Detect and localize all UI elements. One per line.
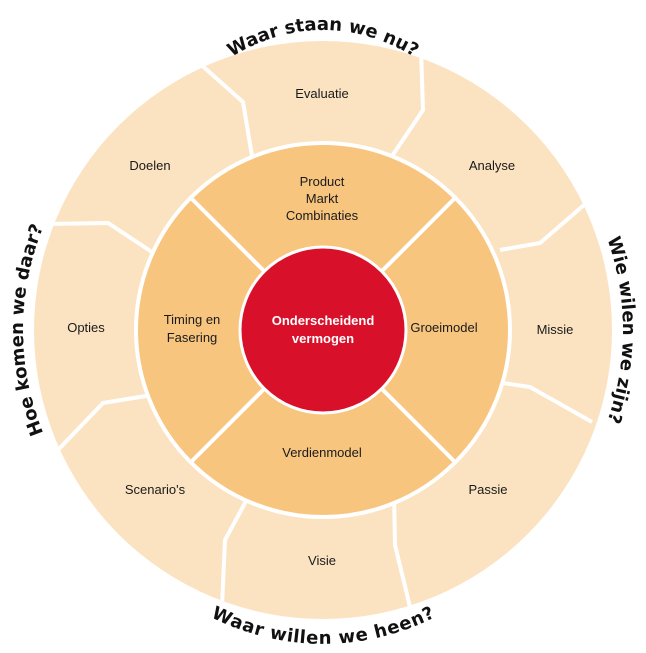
segment-analyse: Analyse [469,158,515,173]
svg-text:Onderscheidend: Onderscheidend [272,313,375,328]
middle-dividers [189,196,457,464]
svg-text:Fasering: Fasering [167,330,218,345]
core-circle [238,245,408,415]
outer-dividers [45,49,593,608]
svg-text:Timing en: Timing en [164,312,221,327]
segment-timing-fasering: Timing en Fasering [164,312,221,345]
core-label: Onderscheidend vermogen [272,313,375,346]
segment-verdienmodel: Verdienmodel [282,445,362,460]
segment-opties: Opties [67,320,105,335]
svg-text:Markt: Markt [306,191,339,206]
segment-product-markt-combinaties: Product Markt Combinaties [286,174,359,223]
svg-text:vermogen: vermogen [292,331,354,346]
svg-text:Combinaties: Combinaties [286,208,359,223]
segment-missie: Missie [537,322,574,337]
segment-groeimodel: Groeimodel [410,320,477,335]
svg-text:Product: Product [300,174,345,189]
segment-scenarios: Scenario's [125,482,186,497]
segment-doelen: Doelen [129,158,170,173]
segment-evaluatie: Evaluatie [295,86,348,101]
segment-visie: Visie [308,553,336,568]
segment-passie: Passie [468,482,507,497]
